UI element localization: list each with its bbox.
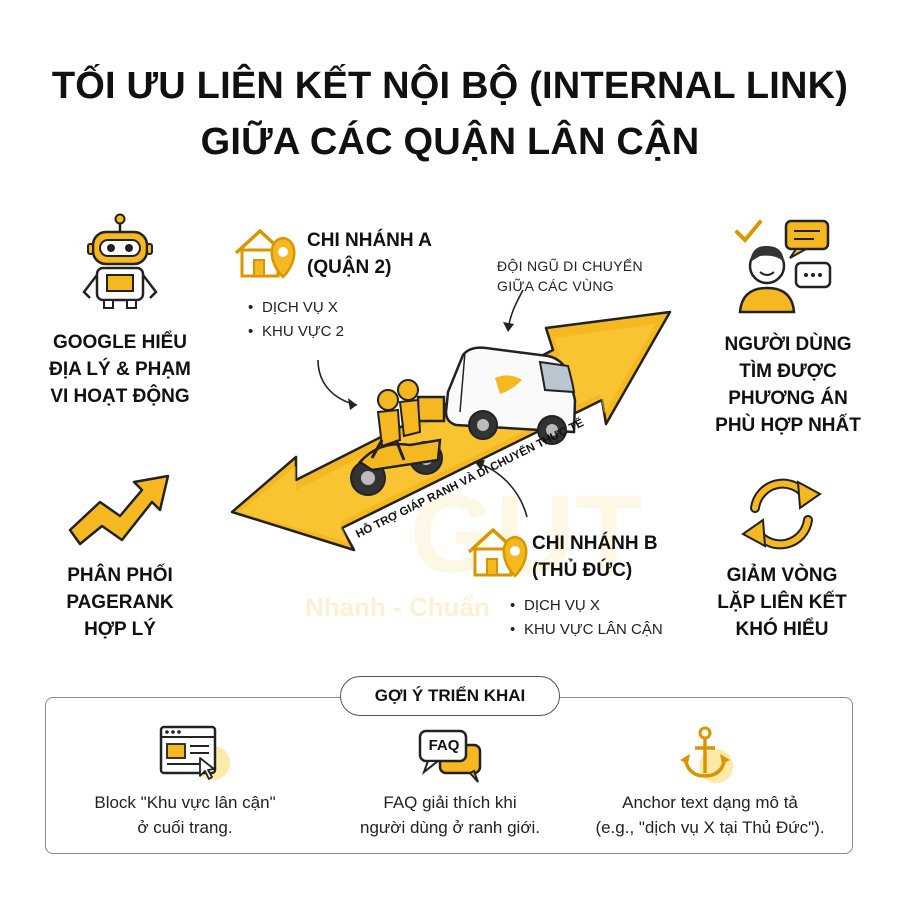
tip-line: (e.g., "dịch vụ X tại Thủ Đức").: [595, 818, 825, 837]
webpage-block-icon: [159, 725, 230, 780]
list-item: DỊCH VỤ X: [510, 594, 663, 618]
benefit-google-line: VI HOẠT ĐỘNG: [50, 386, 190, 407]
benefit-google-line: ĐỊA LÝ & PHẠM: [49, 359, 191, 380]
team-caption-line: ĐỘI NGŨ DI CHUYỂN: [497, 258, 643, 274]
benefit-google-geography: GOOGLE HIỂU ĐỊA LÝ & PHẠM VI HOẠT ĐỘNG: [10, 329, 230, 410]
benefit-reduce-link-loops: GIẢM VÒNG LẶP LIÊN KẾT KHÓ HIỂU: [672, 562, 892, 643]
team-caption-line: GIỮA CÁC VÙNG: [497, 278, 614, 294]
satisfied-user-icon: [735, 219, 832, 314]
benefit-users-line: NGƯỜI DÙNG: [724, 334, 852, 355]
branch-a-district: (QUẬN 2): [307, 257, 392, 278]
benefit-users-line: PHƯƠNG ÁN: [728, 388, 848, 409]
tip-line: Anchor text dạng mô tả: [622, 793, 798, 812]
branch-b-district: (THỦ ĐỨC): [532, 560, 633, 581]
branch-a-name: CHI NHÁNH A: [307, 230, 432, 251]
implementation-tips-label: GỢI Ý TRIỂN KHAI: [340, 676, 560, 716]
double-headed-arrow: [230, 310, 672, 552]
benefit-users-line: PHÙ HỢP NHẤT: [715, 415, 861, 436]
branch-a-house-pin-icon: [234, 229, 296, 279]
benefit-loops-line: LẶP LIÊN KẾT: [717, 592, 847, 613]
list-item: KHU VỰC LÂN CẬN: [510, 618, 663, 642]
benefit-users-line: TÌM ĐƯỢC: [739, 361, 837, 382]
tip-line: Block "Khu vực lân cận": [94, 793, 276, 812]
delivery-van-icon: [444, 346, 577, 445]
watermark-slogan: Nhanh - Chuẩn: [305, 592, 490, 622]
list-item: KHU VỰC 2: [248, 320, 344, 344]
benefit-users-find-option: NGƯỜI DÙNG TÌM ĐƯỢC PHƯƠNG ÁN PHÙ HỢP NH…: [678, 331, 898, 439]
branch-b-name: CHI NHÁNH B: [532, 533, 658, 554]
benefit-pagerank-line: PAGERANK: [66, 592, 174, 613]
list-item: DỊCH VỤ X: [248, 296, 344, 320]
faq-bubbles-icon: [418, 729, 482, 783]
growth-trend-arrow-icon: [68, 474, 170, 546]
team-caption: ĐỘI NGŨ DI CHUYỂN GIỮA CÁC VÙNG: [497, 256, 643, 296]
refresh-cycle-icon: [741, 478, 822, 550]
page-title-line-1: TỐI ƯU LIÊN KẾT NỘI BỘ (INTERNAL LINK): [51, 65, 849, 107]
branch-a-title: CHI NHÁNH A (QUẬN 2): [307, 227, 432, 281]
watermark-brand: GUT: [410, 473, 643, 596]
benefit-loops-line: KHÓ HIỂU: [735, 619, 829, 640]
faq-icon-text: FAQ: [428, 737, 460, 754]
benefit-pagerank: PHÂN PHỐI PAGERANK HỢP LÝ: [10, 562, 230, 643]
robot-icon: [82, 213, 158, 309]
page-title-line-2: GIỮA CÁC QUẬN LÂN CẬN: [200, 121, 700, 163]
benefit-loops-line: GIẢM VÒNG: [726, 565, 838, 586]
tip-nearby-block: Block "Khu vực lân cận" ở cuối trang.: [60, 790, 310, 840]
benefit-google-line: GOOGLE HIỂU: [52, 332, 188, 353]
tip-faq: FAQ giải thích khi người dùng ở ranh giớ…: [325, 790, 575, 840]
branch-b-services-list: DỊCH VỤ X KHU VỰC LÂN CẬN: [510, 594, 663, 642]
tip-line: ở cuối trang.: [137, 818, 233, 837]
anchor-icon: [680, 726, 733, 783]
branch-b-house-pin-icon: [467, 528, 528, 578]
delivery-motorbike-icon: [350, 379, 446, 496]
tip-line: FAQ giải thích khi: [383, 793, 517, 812]
benefit-pagerank-line: HỢP LÝ: [84, 619, 156, 640]
branch-b-title: CHI NHÁNH B (THỦ ĐỨC): [532, 530, 658, 584]
tip-anchor-text: Anchor text dạng mô tả (e.g., "dịch vụ X…: [565, 790, 855, 840]
branch-a-services-list: DỊCH VỤ X KHU VỰC 2: [248, 296, 344, 344]
tip-line: người dùng ở ranh giới.: [360, 818, 540, 837]
benefit-pagerank-line: PHÂN PHỐI: [67, 565, 173, 586]
